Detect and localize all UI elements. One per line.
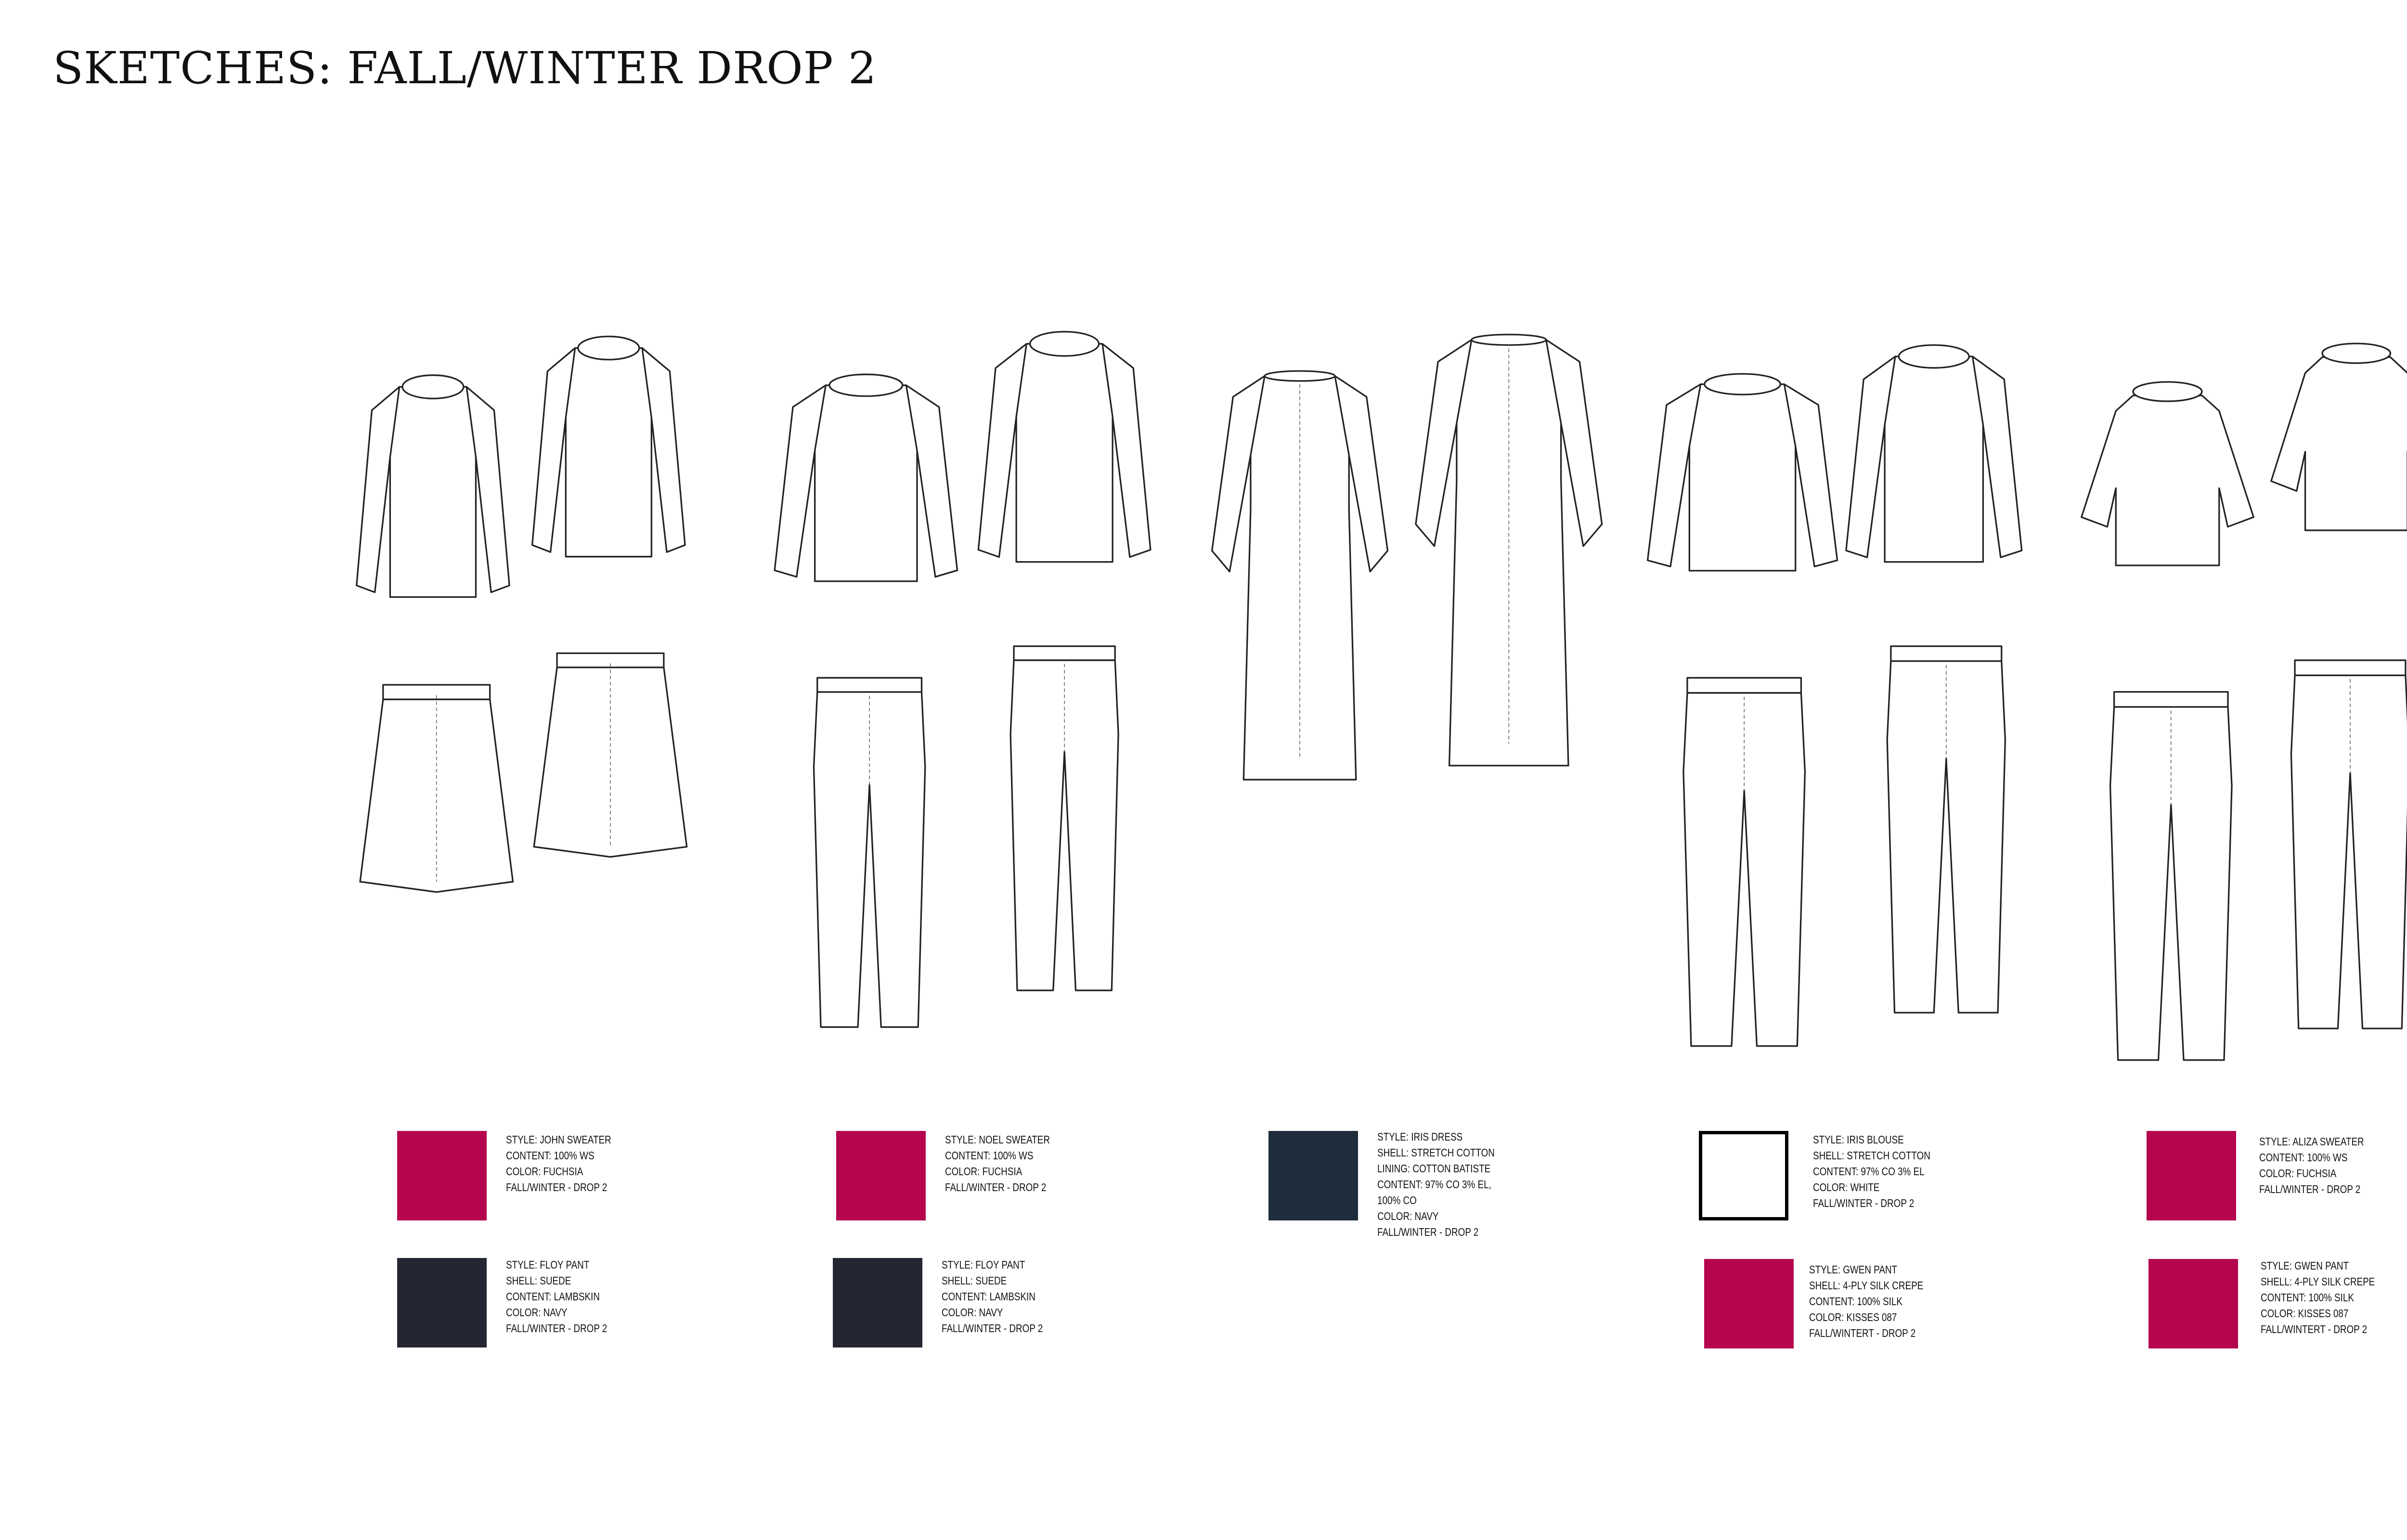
spec-line: COLOR: WHITE — [1813, 1181, 1880, 1194]
spec-line: STYLE: IRIS BLOUSE — [1813, 1133, 1904, 1146]
floy-pant-front-sketch — [813, 677, 926, 1028]
spec-line: STYLE: GWEN PANT — [1809, 1263, 1898, 1276]
spec-text: STYLE: FLOY PANT SHELL: SUEDE CONTENT: LAM… — [942, 1257, 1043, 1336]
spec-line: STYLE: FLOY PANT — [506, 1258, 590, 1271]
spec-line: CONTENT: 97% CO 3% EL — [1813, 1165, 1925, 1178]
spec-line: COLOR: NAVY — [506, 1306, 568, 1319]
spec-line: CONTENT: 100% WS — [945, 1149, 1034, 1162]
gwen-pant-back-sketch — [1886, 645, 2006, 1014]
iris-blouse-front-sketch — [1646, 373, 1838, 572]
spec-line: SHELL: STRETCH COTTON — [1813, 1149, 1930, 1162]
spec-line: CONTENT: 97% CO 3% EL, — [1377, 1178, 1491, 1191]
color-swatch — [833, 1258, 922, 1348]
color-swatch — [1699, 1131, 1788, 1220]
spec-line: FALL/WINTER - DROP 2 — [2259, 1183, 2361, 1195]
spec-line: CONTENT: 100% SILK — [1809, 1295, 1902, 1308]
gwen-pant-front-sketch — [1682, 677, 1806, 1047]
color-swatch — [2147, 1131, 2236, 1220]
spec-line: CONTENT: LAMBSKIN — [506, 1290, 600, 1303]
spec-line: COLOR: NAVY — [942, 1306, 1003, 1319]
spec-line: SHELL: SUEDE — [506, 1274, 571, 1287]
spec-line: FALL/WINTER - DROP 2 — [945, 1181, 1047, 1194]
spec-line: CONTENT: LAMBSKIN — [942, 1290, 1035, 1303]
noel-sweater-front-sketch — [774, 373, 958, 582]
spec-line: CONTENT: 100% WS — [506, 1149, 595, 1162]
skirt-front-sketch — [359, 684, 514, 893]
spec-line: STYLE: FLOY PANT — [942, 1258, 1025, 1271]
spec-line: SHELL: 4-PLY SILK CREPE — [2261, 1275, 2375, 1288]
spec-text: STYLE: NOEL SWEATER CONTENT: 100% WS COLOR… — [945, 1132, 1050, 1195]
color-swatch — [397, 1258, 487, 1348]
spec-line: CONTENT: 100% SILK — [2261, 1291, 2354, 1304]
spec-line: FALL/WINTER - DROP 2 — [506, 1181, 608, 1194]
spec-line: STYLE: IRIS DRESS — [1377, 1130, 1463, 1143]
spec-line: COLOR: NAVY — [1377, 1210, 1439, 1222]
john-sweater-back-sketch — [531, 335, 686, 558]
page-title: SKETCHES: FALL/WINTER DROP 2 — [53, 42, 877, 94]
spec-text: STYLE: IRIS BLOUSE SHELL: STRETCH COTTON C… — [1813, 1132, 1930, 1211]
noel-sweater-back-sketch — [977, 331, 1152, 563]
spec-line: FALL/WINTERT - DROP 2 — [1809, 1327, 1916, 1339]
aliza-sweater-front-sketch — [2081, 381, 2254, 566]
spec-line: SHELL: STRETCH COTTON — [1377, 1146, 1495, 1159]
spec-line: STYLE: ALIZA SWEATER — [2259, 1135, 2364, 1148]
spec-text: STYLE: GWEN PANT SHELL: 4-PLY SILK CREPE C… — [1809, 1262, 1923, 1341]
spec-line: CONTENT: 100% WS — [2259, 1151, 2348, 1164]
color-swatch — [2148, 1259, 2238, 1348]
spec-line: SHELL: SUEDE — [942, 1274, 1007, 1287]
color-swatch — [1268, 1131, 1358, 1220]
spec-line: COLOR: KISSES 087 — [1809, 1311, 1897, 1323]
iris-blouse-back-sketch — [1845, 344, 2023, 563]
spec-line: COLOR: FUCHSIA — [2259, 1167, 2337, 1180]
color-swatch — [397, 1131, 487, 1220]
iris-dress-front-sketch — [1211, 370, 1389, 781]
spec-text: STYLE: JOHN SWEATER CONTENT: 100% WS COLOR… — [506, 1132, 611, 1195]
spec-text: STYLE: IRIS DRESS SHELL: STRETCH COTTON LI… — [1377, 1129, 1495, 1240]
color-swatch — [1704, 1259, 1794, 1348]
floy-pant-back-sketch — [1009, 645, 1119, 991]
iris-dress-back-sketch — [1415, 334, 1603, 767]
spec-line: FALL/WINTER - DROP 2 — [1377, 1226, 1479, 1238]
spec-text: STYLE: FLOY PANT SHELL: SUEDE CONTENT: LAM… — [506, 1257, 607, 1336]
spec-line: FALL/WINTER - DROP 2 — [506, 1322, 608, 1335]
spec-text: STYLE: ALIZA SWEATER CONTENT: 100% WS COLO… — [2259, 1134, 2364, 1197]
gwen-pant-back-2-sketch — [2290, 659, 2407, 1029]
spec-line: FALL/WINTER - DROP 2 — [942, 1322, 1043, 1335]
spec-line: FALL/WINTERT - DROP 2 — [2261, 1323, 2368, 1335]
gwen-pant-front-2-sketch — [2109, 691, 2233, 1061]
john-sweater-front-sketch — [356, 374, 510, 598]
spec-line: LINING: COTTON BATISTE — [1377, 1162, 1491, 1175]
aliza-sweater-back-sketch — [2270, 343, 2407, 531]
spec-line: COLOR: KISSES 087 — [2261, 1307, 2349, 1320]
spec-line: COLOR: FUCHSIA — [506, 1165, 583, 1178]
color-swatch — [836, 1131, 926, 1220]
spec-line: SHELL: 4-PLY SILK CREPE — [1809, 1279, 1924, 1292]
spec-line: 100% CO — [1377, 1194, 1417, 1206]
spec-line: STYLE: NOEL SWEATER — [945, 1133, 1050, 1146]
spec-line: STYLE: GWEN PANT — [2261, 1259, 2349, 1272]
skirt-back-sketch — [533, 652, 688, 858]
spec-line: STYLE: JOHN SWEATER — [506, 1133, 611, 1146]
spec-line: FALL/WINTER - DROP 2 — [1813, 1197, 1915, 1209]
spec-line: COLOR: FUCHSIA — [945, 1165, 1022, 1178]
spec-text: STYLE: GWEN PANT SHELL: 4-PLY SILK CREPE C… — [2261, 1258, 2375, 1337]
